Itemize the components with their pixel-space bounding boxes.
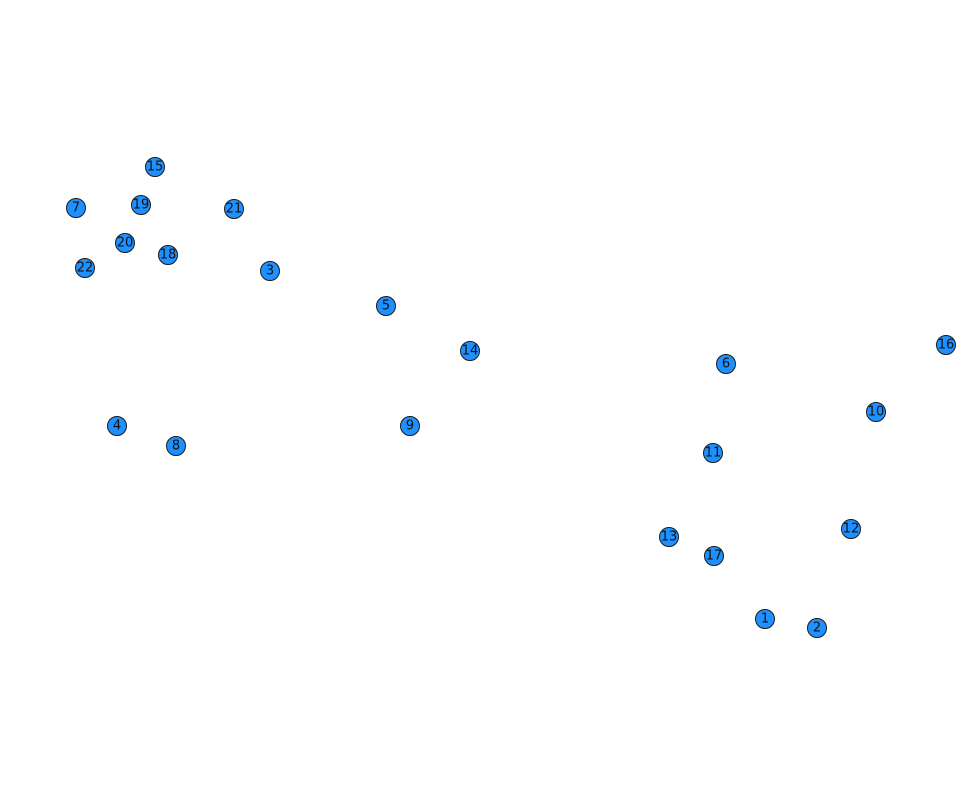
node-18: 18	[158, 245, 178, 265]
node-label: 14	[462, 344, 479, 359]
node-circle	[166, 436, 186, 456]
node-circle	[158, 245, 178, 265]
node-circle	[755, 609, 775, 629]
node-label: 3	[266, 264, 274, 279]
node-16: 16	[936, 335, 956, 355]
node-label: 8	[172, 439, 180, 454]
node-4: 4	[107, 416, 127, 436]
node-13: 13	[659, 527, 679, 547]
node-label: 9	[406, 419, 414, 434]
node-10: 10	[866, 402, 886, 422]
node-circle	[75, 258, 95, 278]
node-circle	[659, 527, 679, 547]
node-19: 19	[131, 195, 151, 215]
node-15: 15	[145, 157, 165, 177]
node-circle	[866, 402, 886, 422]
node-3: 3	[260, 261, 280, 281]
node-circle	[131, 195, 151, 215]
node-label: 19	[133, 198, 150, 213]
node-label: 6	[722, 357, 730, 372]
node-label: 22	[77, 261, 94, 276]
node-14: 14	[460, 341, 480, 361]
node-11: 11	[703, 443, 723, 463]
node-label: 21	[226, 202, 243, 217]
node-circle	[145, 157, 165, 177]
node-label: 10	[868, 405, 885, 420]
node-label: 16	[938, 338, 955, 353]
node-label: 15	[147, 160, 164, 175]
node-label: 11	[705, 446, 722, 461]
node-20: 20	[115, 233, 135, 253]
node-circle	[107, 416, 127, 436]
node-circle	[115, 233, 135, 253]
node-label: 1	[761, 612, 769, 627]
node-circle	[460, 341, 480, 361]
node-7: 7	[66, 198, 86, 218]
node-label: 20	[117, 236, 134, 251]
node-label: 4	[113, 419, 121, 434]
node-1: 1	[755, 609, 775, 629]
node-label: 7	[72, 201, 80, 216]
node-circle	[704, 546, 724, 566]
node-5: 5	[376, 296, 396, 316]
node-label: 2	[813, 621, 821, 636]
node-8: 8	[166, 436, 186, 456]
node-circle	[66, 198, 86, 218]
node-9: 9	[400, 416, 420, 436]
node-circle	[716, 354, 736, 374]
node-label: 12	[843, 522, 860, 537]
node-circle	[841, 519, 861, 539]
node-circle	[224, 199, 244, 219]
node-label: 5	[382, 299, 390, 314]
node-circle	[400, 416, 420, 436]
node-circle	[376, 296, 396, 316]
node-circle	[807, 618, 827, 638]
node-circle	[703, 443, 723, 463]
node-22: 22	[75, 258, 95, 278]
node-circle	[260, 261, 280, 281]
node-2: 2	[807, 618, 827, 638]
node-12: 12	[841, 519, 861, 539]
node-21: 21	[224, 199, 244, 219]
node-17: 17	[704, 546, 724, 566]
node-label: 17	[706, 549, 723, 564]
node-label: 13	[661, 530, 678, 545]
node-circle	[936, 335, 956, 355]
node-label: 18	[160, 248, 177, 263]
node-6: 6	[716, 354, 736, 374]
